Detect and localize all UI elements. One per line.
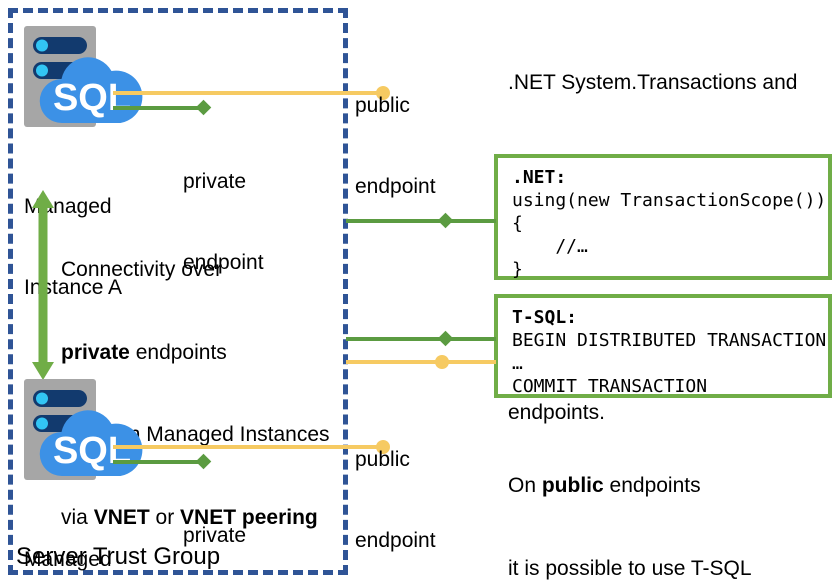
dotnet-code-line-3: } (512, 259, 523, 280)
tsql-code-line-2: COMMIT TRANSACTION (512, 376, 708, 397)
instance-a-private-label-line2: endpoint (183, 251, 264, 274)
dotnet-code-line-1: { (512, 213, 523, 234)
connectivity-note-line4-bold2: VNET peering (180, 505, 318, 529)
server-trust-group-boundary (8, 8, 348, 575)
sql-icon-text: SQL (53, 77, 131, 119)
public-endpoints-note: On public endpoints it is possible to us… (508, 417, 838, 587)
dotnet-code-line-2: //… (512, 236, 588, 257)
dotnet-code-title: .NET: (512, 167, 567, 188)
dotnet-private-connector-marker (437, 212, 454, 229)
managed-instance-b-name: Managed Instance B (24, 492, 123, 587)
instance-a-public-label-line1: public (355, 94, 410, 117)
connectivity-note-line2: private endpoints (61, 339, 341, 367)
dotnet-code-box: .NET: using(new TransactionScope()) { //… (494, 154, 832, 280)
public-endpoints-note-line1: On public endpoints (508, 472, 838, 500)
tsql-code-line-1: … (512, 353, 523, 374)
instance-b-public-endpoint-dot (376, 440, 390, 454)
public-endpoints-note-line2: it is possible to use T-SQL (508, 556, 752, 580)
instance-a-public-endpoint-dot (376, 86, 390, 100)
managed-instance-b-name-line1: Managed (24, 548, 112, 571)
instance-a-private-endpoint-label: private endpoint (183, 114, 264, 330)
tsql-code-title: T-SQL: (512, 307, 578, 328)
managed-instance-b-icon: SQL (22, 377, 152, 487)
sql-managed-instance-glyph: SQL (24, 379, 143, 480)
dotnet-private-connector-line (346, 219, 496, 223)
instance-b-public-endpoint-label: public endpoint (355, 392, 436, 587)
sql-managed-instance-glyph: SQL (24, 26, 143, 127)
instance-a-public-label-line2: endpoint (355, 175, 436, 198)
tsql-code-box: T-SQL: BEGIN DISTRIBUTED TRANSACTION … C… (494, 294, 832, 398)
instance-a-private-endpoint-line (113, 106, 203, 110)
public-endpoints-note-line1-post: endpoints (603, 474, 701, 497)
instance-b-private-label-line1: private (183, 524, 247, 547)
tsql-public-connector-line (346, 360, 496, 364)
connectivity-note-line4-bold1: VNET (93, 505, 150, 529)
private-endpoints-note-line1: .NET System.Transactions and (508, 71, 798, 94)
connectivity-note-line4-mid: or (149, 505, 181, 529)
server-trust-group-title: Server Trust Group (16, 543, 221, 570)
public-endpoints-note-line1-bold: public (541, 474, 604, 497)
managed-instance-a-icon: SQL (22, 24, 152, 134)
sql-icon-text: SQL (53, 430, 131, 472)
instance-b-private-endpoint-label: private endpoint (183, 468, 264, 587)
instance-b-private-endpoint-line (113, 460, 203, 464)
connectivity-note-line2-rest: endpoints (129, 340, 227, 364)
tsql-code-line-0: BEGIN DISTRIBUTED TRANSACTION (512, 330, 827, 351)
instance-b-public-label-line1: public (355, 448, 410, 471)
private-connectivity-arrow (28, 190, 58, 385)
connectivity-note-line4: via VNET or VNET peering (61, 504, 341, 532)
dotnet-code-line-0: using(new TransactionScope()) (512, 190, 827, 211)
connectivity-note-line1: Connectivity over (61, 258, 223, 281)
tsql-public-connector-dot (435, 355, 449, 369)
connectivity-note-line4-pre: via (61, 505, 94, 529)
tsql-private-connector-marker (437, 330, 454, 347)
instance-b-public-endpoint-line (113, 445, 385, 449)
instance-a-public-endpoint-line (113, 91, 385, 95)
instance-b-public-label-line2: endpoint (355, 529, 436, 552)
double-arrow-glyph (32, 190, 54, 380)
public-endpoints-note-line1-pre: On (508, 474, 542, 497)
instance-a-public-endpoint-label: public endpoint (355, 38, 436, 254)
private-endpoints-note-line5: endpoints. (508, 401, 605, 424)
tsql-private-connector-line (346, 337, 496, 341)
instance-a-private-label-line1: private (183, 170, 247, 193)
connectivity-note-line2-bold: private (61, 340, 130, 364)
